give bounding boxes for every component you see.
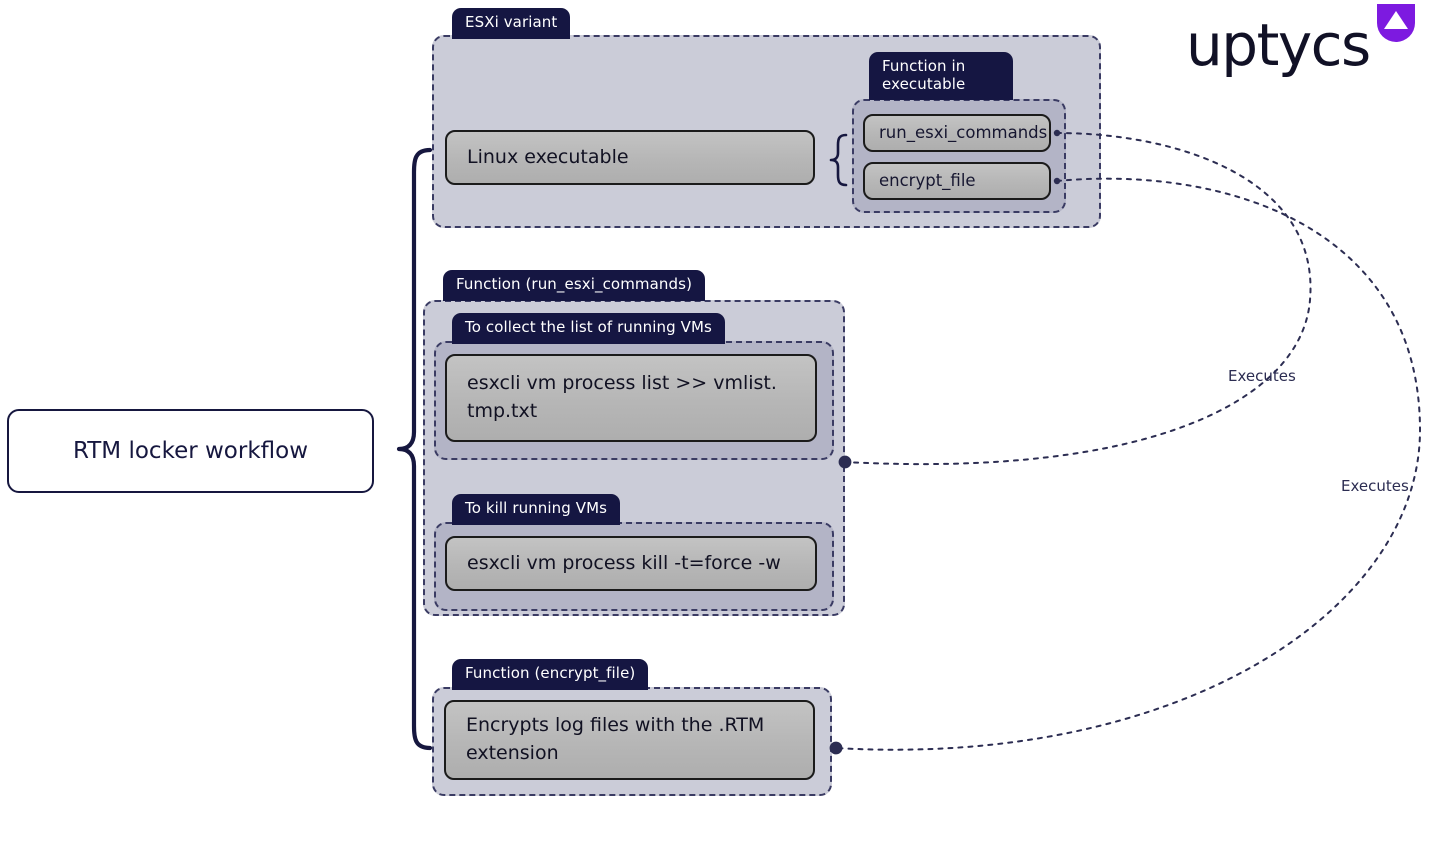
uptycs-wordmark: uptycs — [1186, 11, 1371, 79]
uptycs-triangle-mark — [1376, 4, 1415, 42]
box-linux-executable[interactable]: Linux executable — [445, 130, 815, 185]
tab-kill-running-vms: To kill running VMs — [452, 494, 621, 525]
label-executes-1: Executes — [1228, 367, 1296, 385]
tab-function-encrypt-file: Function (encrypt_file) — [452, 659, 649, 690]
box-command-collect-running-vms[interactable]: esxcli vm process list >> vmlist. tmp.tx… — [445, 354, 817, 442]
box-encrypt-file-label: encrypt_file — [879, 171, 976, 191]
connector-executes-encrypt-file — [829, 177, 1422, 755]
box-encrypt-file-description-label: Encrypts log files with the .RTM extensi… — [466, 714, 765, 764]
box-encrypt-file[interactable]: encrypt_file — [863, 162, 1051, 200]
tab-esxi-variant: ESXi variant — [452, 8, 571, 39]
root-node-rtm-locker-workflow[interactable]: RTM locker workflow — [7, 409, 374, 493]
root-node-label: RTM locker workflow — [72, 438, 309, 464]
label-executes-2: Executes — [1341, 477, 1409, 495]
box-command-collect-running-vms-label: esxcli vm process list >> vmlist. tmp.tx… — [467, 372, 777, 422]
tab-function-in-executable: Function in executable — [869, 52, 1013, 101]
box-encrypt-file-description[interactable]: Encrypts log files with the .RTM extensi… — [444, 700, 815, 780]
box-run-esxi-commands-label: run_esxi_commands — [879, 123, 1048, 143]
tab-function-run-esxi-commands: Function (run_esxi_commands) — [443, 270, 706, 301]
uptycs-logo: uptycs — [1186, 4, 1415, 74]
tab-collect-running-vms: To collect the list of running VMs — [452, 313, 725, 344]
box-run-esxi-commands[interactable]: run_esxi_commands — [863, 114, 1051, 152]
box-command-kill-running-vms[interactable]: esxcli vm process kill -t=force -w — [445, 536, 817, 591]
box-linux-executable-label: Linux executable — [467, 145, 629, 168]
box-command-kill-running-vms-label: esxcli vm process kill -t=force -w — [467, 551, 781, 574]
